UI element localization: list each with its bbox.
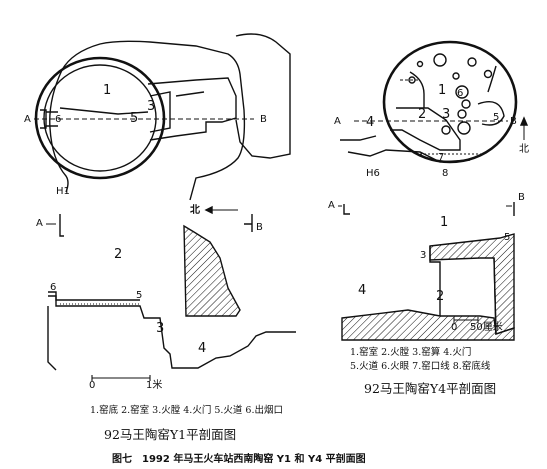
y1-legend: 1.窑底 2.窑室 3.火膛 4.火门 5.火道 6.出烟口: [90, 405, 283, 416]
y4-plan-label-3: 3: [442, 107, 450, 122]
y1-plan: [34, 33, 291, 201]
y4-plan: [340, 40, 529, 164]
y4-plan-label-6: 6: [457, 88, 463, 99]
y1-scale-one: 1米: [146, 378, 162, 391]
y1-plan-label-6: 6: [55, 114, 61, 125]
y4-plan-label-7: 7: [438, 152, 444, 163]
figure-caption: 图七 1992 年马王火车站西南陶窑 Y1 和 Y4 平剖面图: [112, 454, 366, 465]
y1-plan-label-1: 1: [103, 83, 111, 98]
y1-section-label-3: 3: [156, 321, 164, 336]
y4-section-label-1: 1: [440, 215, 448, 230]
y4-section-labels: A B 1 2 3 4 5 0 50厘米: [328, 192, 525, 333]
y4-section-label-4: 4: [358, 283, 366, 298]
y4-plan-label-a: A: [334, 116, 341, 127]
y1-section-label-a: A: [36, 218, 43, 229]
y1-section-label-b: B: [256, 222, 263, 233]
y1-plan-label-a: A: [24, 114, 31, 125]
y4-section: [338, 202, 515, 341]
y4-plan-label-5: 5: [493, 112, 499, 123]
y4-section-label-a: A: [328, 200, 335, 211]
y4-legend-line-1: 1.窑室 2.火膛 3.窑算 4.火门: [350, 347, 472, 358]
y1-plan-labels: 1 3 5 6 A B H1: [24, 83, 267, 197]
y4-plan-label-h6: H6: [366, 168, 380, 179]
y1-section-label-6: 6: [50, 282, 56, 293]
y4-scale-zero: 0: [451, 322, 457, 333]
y4-plan-label-1: 1: [438, 83, 446, 98]
y1-plan-label-3: 3: [147, 99, 155, 114]
y1-section-label-4: 4: [198, 341, 206, 356]
y1-north-label: 北: [190, 203, 200, 216]
y4-north-label: 北: [519, 143, 529, 155]
y1-section: [46, 205, 296, 381]
y4-section-label-2: 2: [436, 289, 444, 304]
y1-plan-label-b: B: [260, 114, 267, 125]
y1-scale-zero: 0: [89, 380, 95, 391]
y1-title: 92马王陶窑Y1平剖面图: [104, 427, 237, 442]
y4-scale-fifty: 50厘米: [470, 320, 503, 333]
y4-plan-labels: 1 2 3 4 5 6 7 8 A B H6 北: [334, 83, 529, 179]
y4-section-label-5: 5: [504, 232, 510, 243]
y4-plan-label-2: 2: [418, 107, 426, 122]
y1-section-label-2: 2: [114, 247, 122, 262]
y4-plan-label-b: B: [510, 116, 517, 127]
y4-section-label-b: B: [518, 192, 525, 203]
y1-section-label-5: 5: [136, 290, 142, 301]
y4-plan-label-4: 4: [366, 115, 374, 130]
y4-plan-label-8: 8: [442, 168, 448, 179]
y4-section-label-3: 3: [420, 250, 426, 261]
y4-legend-line-2: 5.火道 6.火眼 7.窑口线 8.窑底线: [350, 361, 491, 372]
y1-plan-label-5: 5: [130, 111, 138, 126]
y1-plan-label-h1: H1: [56, 186, 70, 197]
y4-title: 92马王陶窑Y4平剖面图: [364, 381, 497, 396]
y1-section-labels: A B 2 3 4 5 6 北 0 1米: [36, 203, 263, 391]
